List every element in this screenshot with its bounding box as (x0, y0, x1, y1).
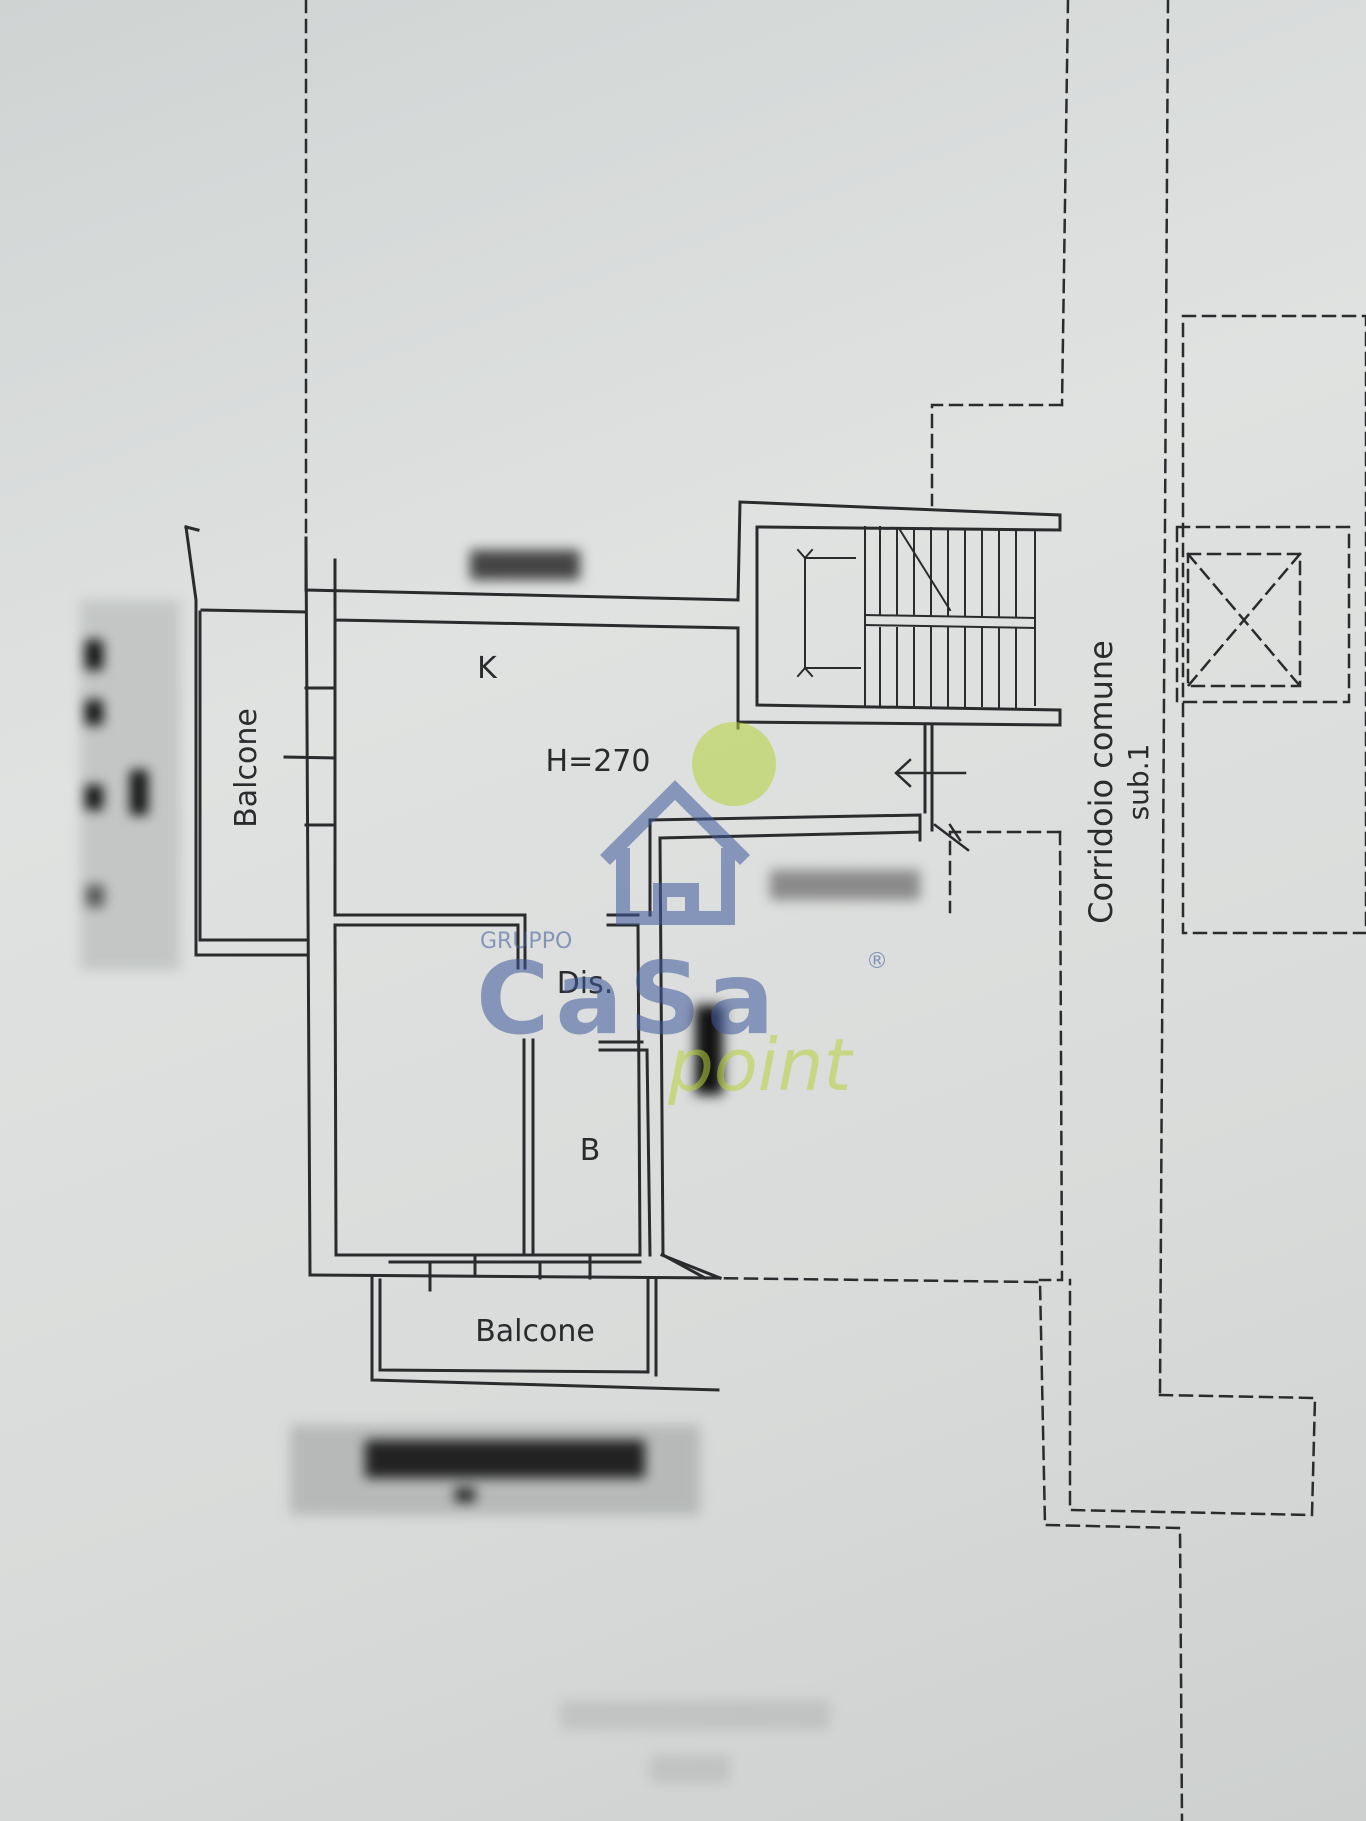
staircase (796, 526, 1037, 708)
room-label-bagno: B (580, 1133, 601, 1168)
walls (184, 500, 1062, 1392)
corridor-label-line1: Corridoio comune (1082, 640, 1120, 924)
room-label-balcone-left: Balcone (229, 708, 264, 828)
room-label-balcone-bottom: Balcone (475, 1314, 595, 1349)
watermark-sub-text: point (667, 1023, 854, 1107)
dashed-boundaries (304, 0, 1366, 1821)
room-label-disimpegno: Dis. (557, 966, 614, 1001)
redacted-blocks (80, 550, 920, 1515)
watermark-house-icon (600, 780, 750, 925)
watermark-sun-icon (692, 722, 776, 806)
watermark-brand-text: CaSa (476, 940, 780, 1057)
watermark-group-text: GRUPPO (480, 929, 572, 954)
ghost-text (560, 1700, 830, 1783)
corridor-label-line2: sub.1 (1122, 744, 1155, 821)
entrance-arrow (894, 758, 970, 852)
watermark-logo: GRUPPO CaSa ® point (476, 722, 888, 1107)
ceiling-height-label: H=270 (546, 744, 651, 779)
watermark-registered-mark: ® (866, 949, 888, 974)
room-label-kitchen: K (477, 651, 498, 686)
